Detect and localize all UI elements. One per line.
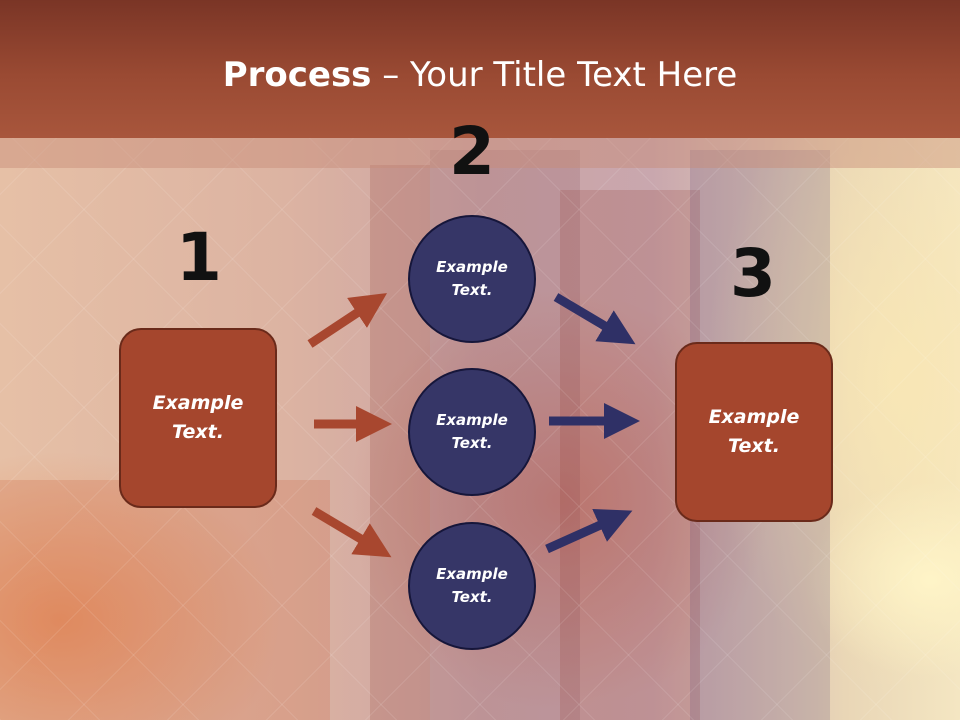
step-2-circle-middle[interactable]: Example Text. [408,368,536,496]
circle-middle-text: Example Text. [436,411,508,452]
step-2-circle-top[interactable]: Example Text. [408,215,536,343]
arrow-to-top-circle [307,293,388,348]
title-bar [0,0,960,138]
step-3-box[interactable]: Example Text. [675,342,833,522]
title-rest: – Your Title Text Here [371,55,738,95]
step-number-1: 1 [176,219,222,296]
step-2-circle-bottom[interactable]: Example Text. [408,522,536,650]
circle-top-text: Example Text. [436,258,508,299]
background-building [0,480,330,720]
step-1-text: Example Text. [152,392,244,443]
circle-bottom-text: Example Text. [436,565,508,606]
step-number-3: 3 [730,235,776,312]
arrow-to-bottom-circle [311,507,392,558]
step-3-text: Example Text. [708,406,800,457]
step-number-2: 2 [449,113,495,190]
title-bold: Process [222,55,372,95]
step-1-box[interactable]: Example Text. [119,328,277,508]
arrow-top-circle-to-box [553,293,636,345]
title-band [0,138,960,168]
arrow-bottom-circle-to-box [545,508,633,554]
slide-title[interactable]: Process – Your Title Text Here [0,52,960,98]
